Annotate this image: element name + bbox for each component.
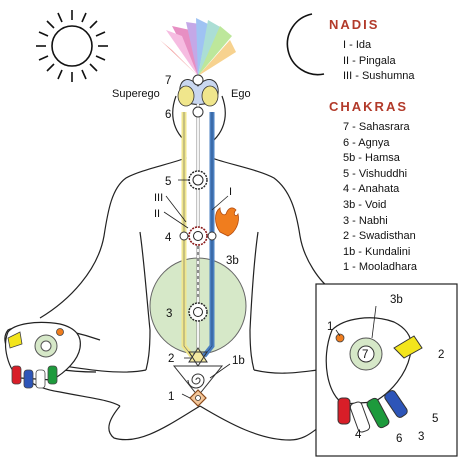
hand-inset xyxy=(325,305,423,433)
label-3b: 3b xyxy=(226,255,239,267)
chakra-item: 7 - Sahasrara xyxy=(343,121,410,133)
chakra-5 xyxy=(188,170,208,190)
head-lobes xyxy=(177,79,219,107)
hand-label-7: 7 xyxy=(362,349,368,361)
flame-icon xyxy=(215,207,239,237)
hand-label-4: 4 xyxy=(355,429,362,441)
chakra-item: 1 - Mooladhara xyxy=(343,261,417,274)
chakras-heading: CHAKRAS xyxy=(329,99,408,114)
spiral-icon xyxy=(172,365,224,397)
nadi-item: I - Ida xyxy=(343,39,372,51)
ego-label: Ego xyxy=(231,88,251,100)
chakra-item: 5 - Vishuddhi xyxy=(343,167,408,180)
label-6: 6 xyxy=(165,109,171,121)
label-nadi-ii: II xyxy=(154,208,160,220)
hand-label-3: 3 xyxy=(418,431,424,443)
chakra-item: 3b - Void xyxy=(343,198,387,211)
label-1b: 1b xyxy=(232,355,245,367)
label-2: 2 xyxy=(168,353,174,365)
chakra-7 xyxy=(192,74,204,86)
label-nadi-i: I xyxy=(229,186,232,198)
chakra-item: 1b - Kundalini xyxy=(343,245,411,258)
nadis-list: I - Ida II - Pingala III - Sushumna xyxy=(343,38,415,85)
hand-label-1: 1 xyxy=(327,321,333,333)
label-4: 4 xyxy=(165,232,172,244)
nadi-item: III - Sushumna xyxy=(343,70,415,83)
chakra-item: 4 - Anahata xyxy=(343,183,400,196)
sun-icon xyxy=(36,10,108,82)
chakra-4-pingala-node xyxy=(207,231,217,241)
label-1: 1 xyxy=(168,391,174,403)
chakra-item: 6 - Agnya xyxy=(343,136,390,149)
hand-label-3b: 3b xyxy=(390,294,403,306)
chakra-item: 2 - Swadisthan xyxy=(343,230,416,243)
label-nadi-iii: III xyxy=(154,192,163,204)
hand-label-2: 2 xyxy=(438,349,444,361)
superego-label: Superego xyxy=(112,88,160,100)
crown-rays xyxy=(160,18,236,76)
chakra-2 xyxy=(188,347,208,367)
label-5: 5 xyxy=(165,176,171,188)
chakra-6 xyxy=(192,106,204,118)
chakra-item: 3 - Nabhi xyxy=(343,214,388,227)
chakra-item: 5b - Hamsa xyxy=(343,152,400,165)
crescent-moon-icon xyxy=(286,13,325,76)
label-3: 3 xyxy=(166,308,172,320)
label-7: 7 xyxy=(165,75,171,87)
leader-lines xyxy=(163,179,231,399)
left-hand xyxy=(5,321,81,389)
chakra-1 xyxy=(189,389,207,407)
chakra-3 xyxy=(188,302,208,322)
hand-label-6: 6 xyxy=(396,433,402,445)
nadis-heading: NADIS xyxy=(329,17,380,32)
chakra-4 xyxy=(188,226,208,246)
chakra-4-ida-node xyxy=(179,231,189,241)
hand-label-5: 5 xyxy=(432,413,438,425)
chakras-list: 7 - Sahasrara 6 - Agnya 5b - Hamsa 5 - V… xyxy=(343,120,417,276)
nadi-item: II - Pingala xyxy=(343,54,396,67)
